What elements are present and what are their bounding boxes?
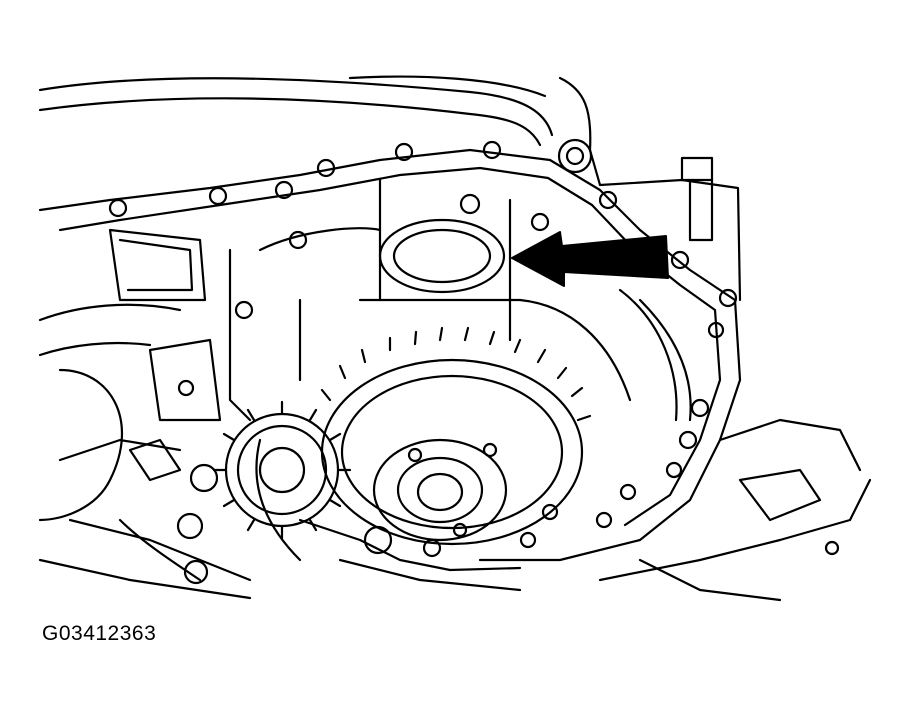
left-case-body (38, 228, 252, 600)
upper-housing-lines (38, 75, 602, 187)
figure-id-label: G03412363 (42, 622, 157, 645)
ring-gear (320, 326, 592, 546)
mount-bracket (557, 138, 742, 302)
inner-housing (228, 178, 692, 562)
case-flange (38, 140, 742, 562)
differential-case (298, 418, 872, 602)
transaxle-case-illustration (38, 75, 872, 602)
drive-gear (212, 400, 352, 540)
oil-seal (378, 218, 506, 294)
arrow-pointer-icon (511, 231, 669, 287)
